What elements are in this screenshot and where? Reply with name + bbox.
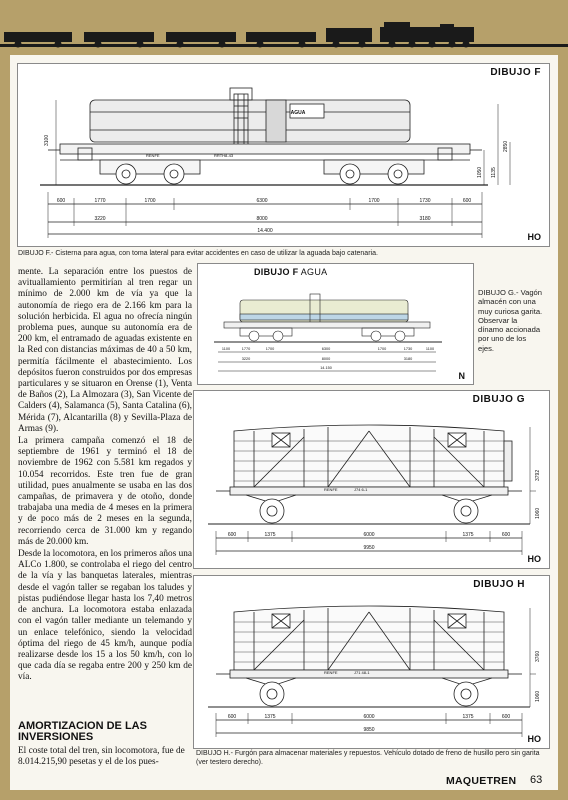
article-paragraph: mente. La separación entre los puestos d… — [18, 267, 192, 434]
dim-height: 2850 — [503, 141, 509, 152]
dim-g: 6000 — [363, 532, 374, 538]
dim-g: 600 — [502, 532, 511, 538]
dim-n-mid: 3180 — [404, 357, 412, 361]
dim-mid: 3220 — [94, 216, 105, 222]
tank-wagon-drawing: AGUA RENFE RRTH8-43 600 1770 1700 6300 1… — [40, 87, 511, 238]
dim-h: 600 — [502, 714, 511, 720]
dim-h-bottom: 9850 — [363, 727, 374, 733]
drawing-h-panel: DIBUJO H HO — [193, 575, 550, 749]
drawing-f-panel: DIBUJO F HO — [17, 63, 550, 247]
dim-height: 3100 — [44, 135, 50, 146]
article-body: mente. La separación entre los puestos d… — [18, 267, 192, 685]
drawing-f-agua-scale: N — [458, 371, 466, 381]
drawing-g-side-caption: DIBUJO G.- Vagón almacén con una muy cur… — [478, 288, 543, 353]
dim-height: 1050 — [477, 167, 483, 178]
dim-g: 1375 — [264, 532, 275, 538]
dim-n: 1700 — [378, 347, 386, 351]
dim-n: 1100 — [222, 347, 230, 351]
dim-height: 1135 — [491, 167, 497, 178]
drawing-g-title: DIBUJO G — [472, 394, 525, 405]
dim-g: 600 — [228, 532, 237, 538]
dim-bottom: 14.400 — [257, 228, 273, 234]
dim-top: 600 — [463, 198, 472, 204]
side-label-renfe: RENFE — [324, 670, 338, 675]
drawing-f-agua-panel: DIBUJO F AGUA N 1100 1770 1 — [197, 263, 474, 385]
train-silhouette-header — [0, 22, 568, 48]
drawing-h-title: DIBUJO H — [473, 579, 525, 590]
drawing-h-caption: DIBUJO H.- Furgón para almacenar materia… — [196, 750, 540, 766]
dim-h: 1375 — [462, 714, 473, 720]
side-label-renfe: RENFE — [146, 153, 160, 158]
dim-n: 1770 — [242, 347, 250, 351]
dim-n: 1730 — [404, 347, 412, 351]
materials-van-drawing: RENFE J71 48-1 600 1375 6000 1375 600 98… — [208, 605, 541, 737]
dim-g-height: 3792 — [535, 470, 541, 481]
dim-g-height: 1060 — [535, 508, 541, 519]
drawing-h-scale: HO — [527, 734, 542, 744]
drawing-g-panel: DIBUJO G HO — [193, 390, 550, 569]
drawing-g-scale: HO — [527, 554, 542, 564]
dim-top: 1700 — [368, 198, 379, 204]
side-label-number: RRTH8-43 — [214, 153, 234, 158]
dim-h: 600 — [228, 714, 237, 720]
drawing-f-scale: HO — [527, 232, 542, 242]
dim-n-mid: 3220 — [242, 357, 250, 361]
dim-top: 1730 — [419, 198, 430, 204]
dim-top: 600 — [57, 198, 66, 204]
section-heading: AMORTIZACION DE LAS INVERSIONES — [18, 720, 147, 743]
dim-mid: 8000 — [256, 216, 267, 222]
tank-wagon-n-drawing: 1100 1770 1700 6300 1700 1730 1100 3220 … — [214, 293, 442, 372]
footer-page-number: 63 — [530, 774, 543, 786]
dim-g-bottom: 9950 — [363, 545, 374, 551]
article-paragraph: La primera campaña comenzó el 18 de sept… — [18, 436, 192, 547]
drawing-f-title: DIBUJO F — [490, 67, 541, 78]
dim-n-bottom: 14.150 — [320, 366, 332, 370]
dim-n-mid: 8000 — [322, 357, 330, 361]
dim-n: 1100 — [426, 347, 434, 351]
side-label-number: J74 6-1 — [354, 487, 368, 492]
footer-magazine-name: MAQUETREN — [446, 775, 517, 787]
dim-h: 1375 — [264, 714, 275, 720]
dim-top: 1700 — [144, 198, 155, 204]
drawing-f-agua-title-bold: DIBUJO F — [254, 267, 299, 277]
dim-n: 1700 — [266, 347, 274, 351]
dim-top: 6300 — [256, 198, 267, 204]
side-label-renfe: RENFE — [324, 487, 338, 492]
dim-h: 6000 — [363, 714, 374, 720]
article-paragraph: Desde la locomotora, en los primeros año… — [18, 549, 193, 683]
dim-n: 6300 — [322, 347, 330, 351]
tank-label: AGUA — [291, 110, 306, 116]
article-last-paragraph: El coste total del tren, sin locomotora,… — [18, 746, 185, 768]
dim-mid: 3180 — [419, 216, 430, 222]
side-label-number: J71 48-1 — [354, 670, 370, 675]
drawing-f-agua-title-light: AGUA — [300, 267, 328, 277]
drawing-f-agua-title: DIBUJO F AGUA — [254, 267, 327, 277]
dim-h-height: 1060 — [535, 691, 541, 702]
dim-g: 1375 — [462, 532, 473, 538]
storage-wagon-drawing: RENFE J74 6-1 600 1375 6000 1375 600 995… — [208, 424, 541, 555]
dim-h-height: 3760 — [535, 651, 541, 662]
drawing-f-caption: DIBUJO F.- Cisterna para agua, con toma … — [18, 250, 378, 257]
dim-top: 1770 — [94, 198, 105, 204]
